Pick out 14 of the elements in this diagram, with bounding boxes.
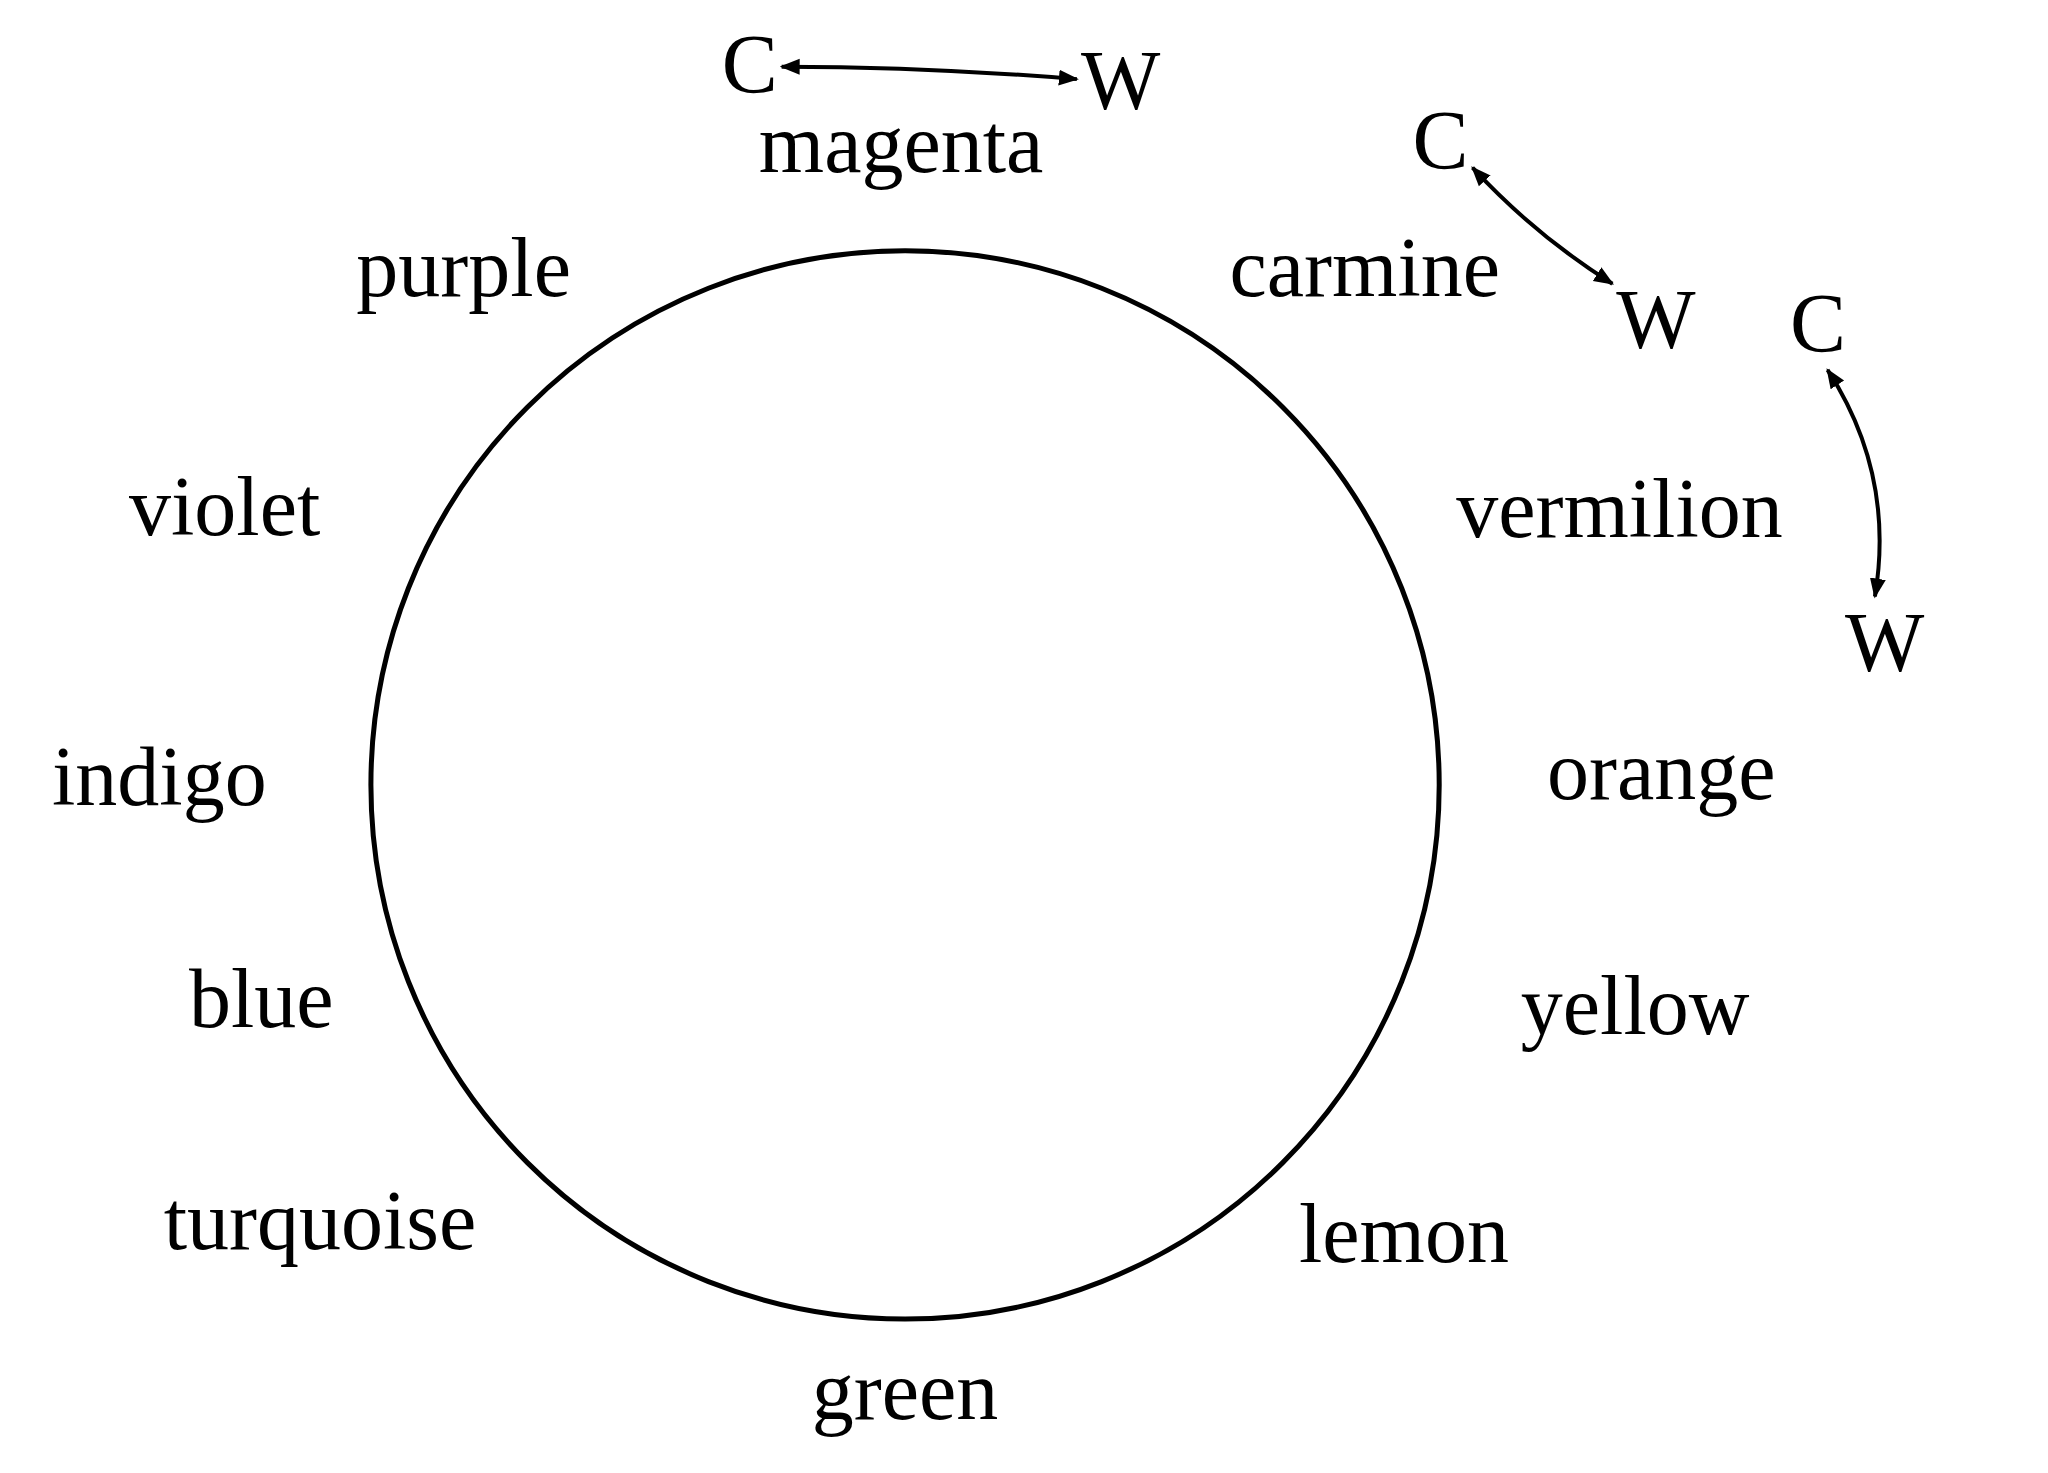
letter-label: C bbox=[1412, 99, 1469, 184]
colour-name: blue bbox=[188, 957, 334, 1042]
colour-name: lemon bbox=[1298, 1192, 1509, 1277]
colour-name: vermilion bbox=[1456, 467, 1783, 552]
letter-label: W bbox=[1844, 600, 1925, 685]
double-arrow bbox=[1471, 166, 1615, 286]
colour-name: violet bbox=[129, 464, 321, 549]
letter-label: C bbox=[1789, 281, 1846, 366]
double-arrow bbox=[1825, 368, 1886, 599]
letter-label: C bbox=[721, 23, 778, 108]
colour-name: carmine bbox=[1229, 225, 1500, 310]
double-arrow bbox=[779, 58, 1079, 86]
letter-label: W bbox=[1616, 277, 1696, 362]
letter-label: W bbox=[1080, 38, 1161, 123]
